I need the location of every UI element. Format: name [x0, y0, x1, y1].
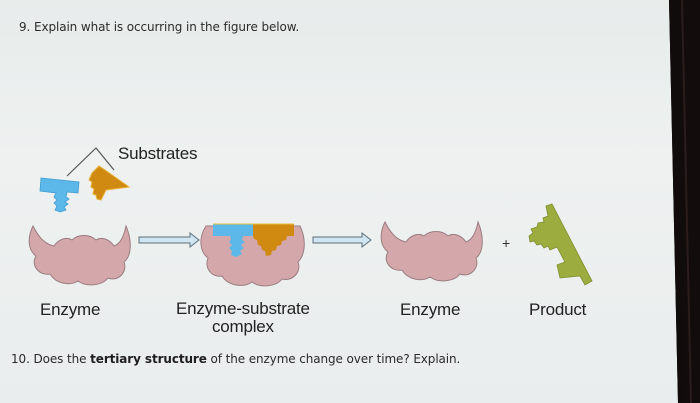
blue-substrate-icon — [39, 177, 80, 213]
substrates-label: Substrates — [118, 144, 198, 163]
reaction-arrow-2 — [312, 231, 372, 249]
enzyme-substrate-complex-icon — [200, 223, 305, 287]
product-label: Product — [529, 300, 587, 319]
plus-sign: + — [502, 235, 511, 251]
orange-substrate-icon — [88, 165, 131, 201]
substrates-pointer-lines — [66, 147, 115, 177]
complex-label: Enzyme-substrate complex — [176, 300, 310, 336]
enzyme-label-1: Enzyme — [40, 300, 101, 319]
reaction-arrow-1 — [138, 231, 200, 249]
question-10-prefix: 10. Does the — [11, 352, 91, 366]
question-10-bold: tertiary structure — [90, 352, 207, 366]
enzyme-icon-1 — [28, 224, 131, 286]
product-icon — [528, 203, 593, 286]
complex-label-line2: complex — [211, 317, 274, 336]
question-9: 9. Explain what is occurring in the figu… — [19, 20, 300, 34]
enzyme-icon-2 — [380, 220, 483, 282]
question-10: 10. Does the tertiary structure of the e… — [11, 352, 460, 366]
enzyme-label-2: Enzyme — [400, 300, 461, 319]
complex-label-line1: Enzyme-substrate — [176, 299, 310, 318]
question-10-suffix: of the enzyme change over time? Explain. — [206, 352, 461, 366]
